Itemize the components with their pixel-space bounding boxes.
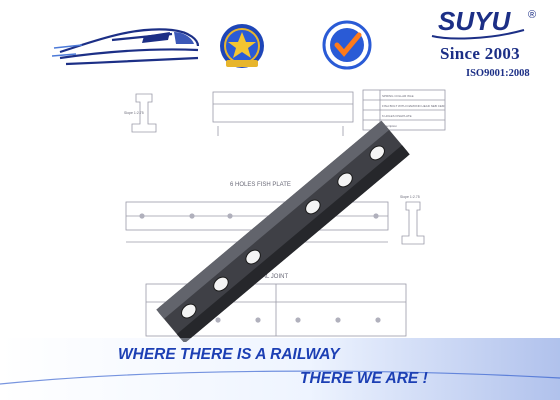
- iso-certification-text: ISO9001:2008: [466, 68, 530, 79]
- legend-item-2: FISH BOLT WITH DIAMOND HEAD NEB CEM: [382, 104, 445, 108]
- rail-slope-label-2: Slope 1:2.75: [400, 195, 420, 199]
- train-logo-icon: [52, 28, 200, 66]
- rail-section-right: [401, 201, 425, 245]
- slogan-line-2: THERE WE ARE !: [300, 370, 428, 387]
- legend-header: Description: [382, 124, 397, 128]
- fishplate-drawing: 6 HOLES FISH PLATE MECHANICAL JOINT SPRI…: [124, 89, 446, 342]
- rail-slope-label-1: Slope 1:2.75: [124, 111, 144, 115]
- legend-item-1: SPRING COLLAR WLE: [382, 94, 414, 98]
- plate-title: 6 HOLES FISH PLATE: [230, 182, 291, 188]
- top-side-view: [212, 91, 354, 123]
- slogan-line-1: WHERE THERE IS A RAILWAY: [118, 346, 340, 363]
- rail-section-left: [131, 93, 157, 133]
- brand-logo-text: SUYU: [438, 6, 511, 36]
- since-year-text: Since 2003: [440, 44, 520, 63]
- bottom-band: [0, 338, 560, 400]
- brand-logo: SUYU ®: [431, 6, 536, 40]
- registered-mark: ®: [528, 9, 536, 21]
- award-seal-icon: [220, 24, 264, 68]
- fishplate-photo: [156, 120, 410, 342]
- legend-item-3: 6 HOLES FISHPLATE: [382, 114, 412, 118]
- checkmark-seal-icon: [322, 20, 372, 70]
